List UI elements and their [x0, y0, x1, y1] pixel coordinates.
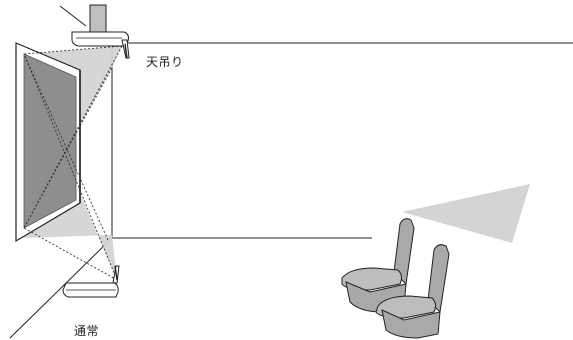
- floor-guide-top: [23, 53, 118, 281]
- room-lines: [9, 5, 573, 339]
- ceiling-mount-pole: [89, 4, 107, 33]
- floor-guide-bottom: [23, 227, 118, 281]
- chair-back-row-backrest: [393, 218, 415, 286]
- chair-front-row-backrest: [427, 244, 450, 314]
- ceiling-guide-top: [23, 45, 123, 55]
- chair-front-row-base: [381, 309, 441, 339]
- seating-projection-beam: [402, 184, 530, 243]
- ceiling-projector-body: [71, 31, 129, 47]
- projection-screen: [15, 42, 81, 243]
- ceiling-guide-mid: [23, 67, 113, 229]
- ceiling-diagonal-line: [59, 5, 87, 27]
- theater-chairs: [341, 218, 450, 339]
- ceiling-mount-label: 天吊り: [146, 55, 184, 69]
- projection-beam: [22, 46, 530, 280]
- projection-guide-lines: [23, 45, 123, 281]
- normal-placement-label: 通常: [74, 324, 100, 338]
- screen-surface: [23, 53, 77, 229]
- floor-diagonal-line: [9, 237, 113, 339]
- projector-ceiling-mounted: [71, 31, 130, 59]
- projector-floor-placed: [62, 265, 120, 298]
- chair-front-row: [375, 244, 450, 339]
